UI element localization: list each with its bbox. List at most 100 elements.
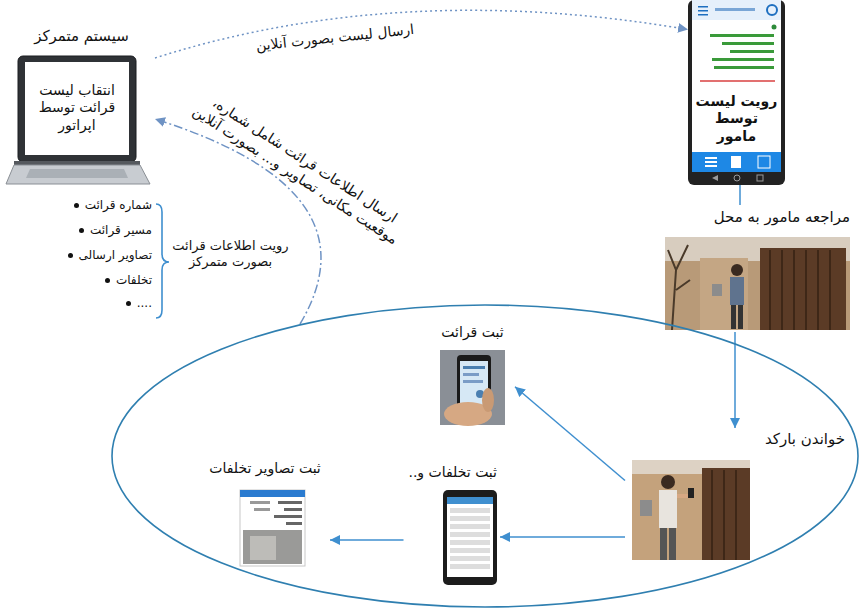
violation-phone-photo — [450, 508, 490, 513]
violation-image-step: ثبت تصاویر تخلفات — [200, 458, 330, 568]
step-label: خواندن بارکد — [765, 430, 845, 449]
laptop-illustration — [26, 169, 128, 178]
step-label: ثبت قرائت — [441, 324, 503, 342]
screen-text: انتقاب لیست قرائت توسط اپراتور — [26, 82, 128, 135]
site-visit-photo — [829, 250, 831, 330]
bullet-dot — [74, 203, 79, 208]
flow-connector — [734, 332, 736, 428]
violation-image-screenshot — [254, 508, 270, 511]
violation-phone-photo — [450, 564, 490, 569]
barcode-photo — [677, 494, 689, 498]
violation-image-screenshot — [284, 508, 302, 511]
laptop-system: سیستم متمرکز انتقاب لیست قرائت توسط اپرات… — [8, 25, 155, 190]
laptop-illustration — [14, 161, 140, 165]
site-visit-photo — [665, 237, 850, 330]
flow-connector — [155, 10, 688, 58]
site-visit-photo — [731, 305, 736, 329]
phone-screenshot — [692, 0, 781, 20]
laptop-illustration — [18, 56, 136, 162]
reading-phone-photo — [440, 350, 505, 425]
site-visit-photo — [781, 250, 783, 330]
bullet-item: تخلفات — [116, 273, 152, 288]
bullet-item: مسیر قرائت — [90, 223, 152, 238]
flow-connector — [739, 185, 741, 205]
step-label: مراجعه مامور به محل — [714, 208, 850, 227]
violation-image-screenshot — [274, 515, 302, 518]
step-label: ثبت تصاویر تخلفات — [209, 460, 321, 478]
violation-phone-photo — [450, 516, 490, 521]
flow-connector — [330, 539, 404, 541]
phone-screenshot — [698, 14, 708, 16]
brace — [156, 204, 169, 318]
phone-screenshot — [767, 5, 777, 15]
site-visit-photo — [731, 264, 743, 276]
barcode-photo — [711, 470, 713, 560]
flow-connector — [500, 536, 625, 538]
violation-phone-photo — [450, 548, 490, 553]
violation-phone-photo — [447, 497, 493, 504]
site-visit-photo — [668, 245, 690, 330]
violation-phone-photo — [450, 556, 490, 561]
violation-image-screenshot — [250, 536, 276, 560]
flow-connector — [515, 387, 625, 481]
phone-screenshot — [758, 156, 770, 168]
violation-phone-photo — [450, 532, 490, 537]
site-visit-photo — [665, 237, 850, 330]
violation-image-screenshot — [240, 490, 305, 566]
bullet-dot — [105, 278, 110, 283]
node-heading: سیستم متمرکز — [34, 27, 129, 46]
barcode-photo — [640, 500, 652, 516]
brace — [156, 204, 169, 318]
phone-screenshot — [705, 157, 717, 159]
reading-phone-photo — [463, 380, 483, 383]
violation-phone-photo — [450, 524, 490, 529]
bullet-item: شماره قرائت — [85, 198, 152, 213]
site-visit-photo — [817, 250, 819, 330]
bullet-dot — [68, 253, 73, 258]
reading-phone-photo — [463, 373, 479, 376]
site-visit-photo — [769, 250, 771, 330]
barcode-photo — [669, 528, 676, 560]
barcode-photo — [735, 470, 737, 560]
phone-screenshot — [688, 0, 785, 185]
reading-phone-photo — [463, 366, 485, 369]
barcode-photo — [660, 528, 667, 560]
bullet-dot — [126, 301, 131, 306]
bullet-item: تصاویر ارسالی — [79, 248, 152, 263]
phone-list-view: رویت لیست توسط مامور — [688, 0, 785, 185]
field-work-ellipse: خواندن بارکد ثبت قرائت ثبت تخلفات و.. ثبت ت… — [111, 304, 859, 608]
violation-phone-photo — [450, 540, 490, 545]
site-visit-photo — [712, 284, 722, 296]
reading-phone-photo — [482, 388, 494, 412]
laptop-illustration — [6, 56, 150, 184]
bullet-item: .... — [137, 296, 152, 311]
violation-image-screenshot — [243, 530, 302, 564]
barcode-photo — [702, 468, 750, 560]
barcode-photo — [661, 475, 675, 489]
side-note: رویت اطلاعات قرائت بصورت متمرکز — [168, 238, 293, 271]
phone-screenshot — [734, 175, 740, 181]
violation-image-screenshot — [250, 501, 270, 504]
phone-screenshot — [705, 161, 717, 163]
barcode-step: خواندن بارکد — [625, 428, 848, 578]
barcode-photo — [659, 490, 677, 528]
site-visit-photo — [793, 250, 795, 330]
phone-screenshot — [698, 10, 708, 12]
phone-screenshot — [698, 6, 708, 8]
phone-screenshot — [710, 34, 774, 37]
violation-image-screenshot — [240, 490, 305, 566]
edge-label: ارسال اطلاعات قرائت شامل شماره، موقعیت م… — [183, 83, 418, 253]
phone-screenshot — [730, 50, 774, 53]
phone-screenshot — [715, 8, 755, 11]
barcode-photo — [723, 470, 725, 560]
violation-image-screenshot — [278, 501, 302, 504]
violation-phone-photo — [447, 497, 493, 577]
barcode-photo — [632, 460, 750, 560]
violation-step: ثبت تخلفات و.. — [403, 462, 500, 588]
phone-screenshot — [757, 175, 763, 181]
phone-screenshot — [714, 66, 774, 69]
ellipse-outline — [112, 305, 858, 607]
bullet-dot — [79, 228, 84, 233]
phone-screenshot — [772, 25, 777, 30]
